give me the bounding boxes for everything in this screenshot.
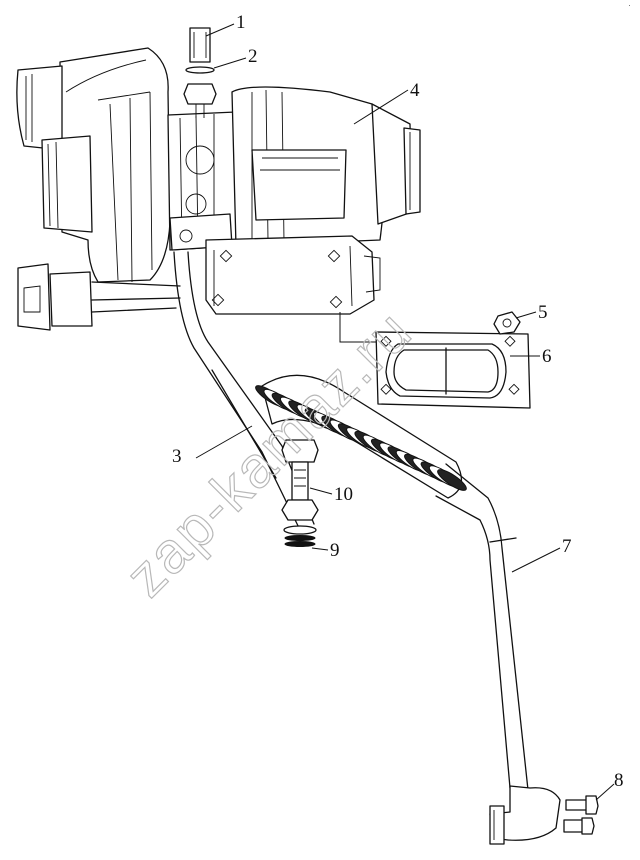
corner-mark: · [628,0,631,10]
callout-10: 10 [334,484,353,505]
oil-drain-tube [173,251,315,535]
flange-bolts [563,795,599,835]
callout-8: 8 [614,770,624,791]
banjo-bolt [281,439,319,521]
turbocharger [16,47,421,331]
callout-4: 4 [410,80,420,101]
callout-2: 2 [248,46,258,67]
callout-9: 9 [330,540,340,561]
callout-labels: 1 2 3 4 5 6 7 8 9 10 [172,12,624,791]
callout-7: 7 [562,536,572,557]
exhaust-nut [493,311,521,335]
sealing-washers [283,525,317,547]
callout-leaders [195,23,615,801]
callout-1: 1 [236,12,246,33]
top-washer [183,66,217,118]
callout-6: 6 [542,346,552,367]
callout-5: 5 [538,302,548,323]
callout-3: 3 [172,446,182,467]
top-bolt [189,27,211,63]
exhaust-gasket [339,312,531,409]
bellows-ring [437,469,467,491]
exhaust-pipe [255,374,561,845]
